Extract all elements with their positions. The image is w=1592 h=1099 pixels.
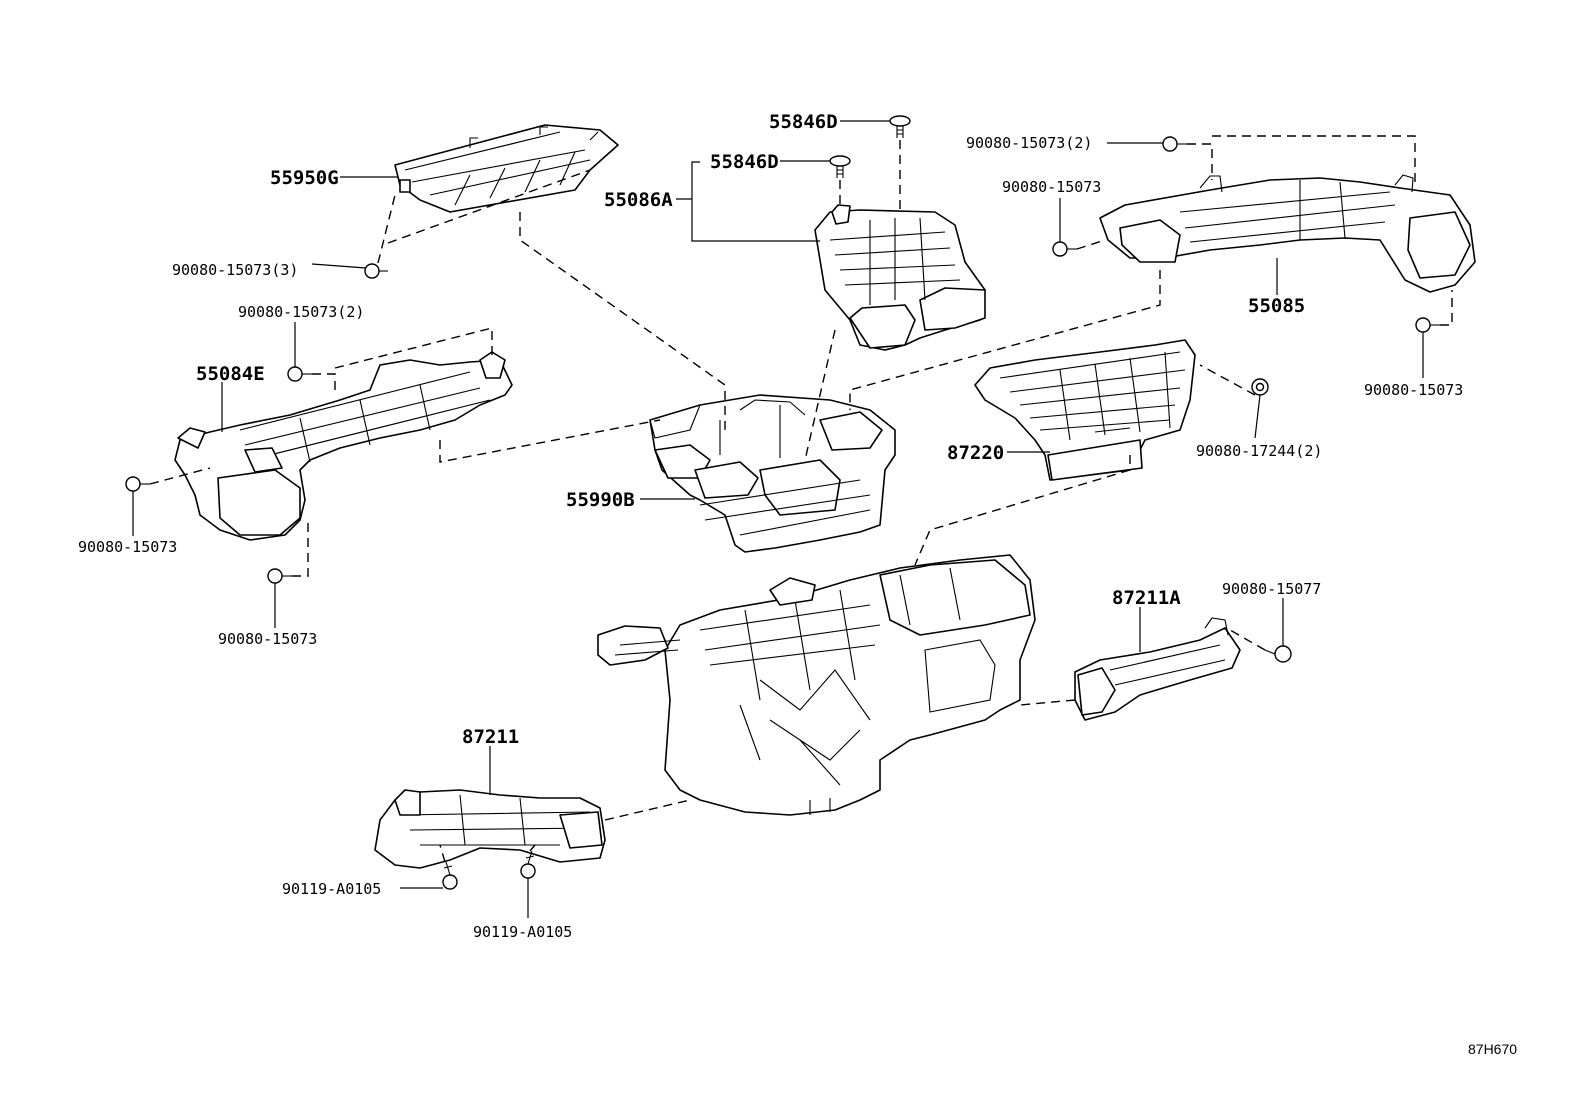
bolt-icon-55084e-top [287, 366, 312, 382]
bolt-icon-55085-bottom [1415, 317, 1440, 333]
screw-icon-87211-a [442, 861, 458, 890]
bolt-icon-55950g [364, 263, 388, 279]
label-87211: 87211 [462, 726, 519, 748]
label-90080-17244-2: 90080-17244(2) [1196, 442, 1322, 460]
bolt-icon-55085-top [1162, 136, 1187, 152]
part-55950g-bracket [394, 124, 619, 213]
pin-55846d-lower [829, 155, 851, 178]
label-90080-15073-r1: 90080-15073 [1002, 178, 1101, 196]
label-55950g: 55950G [270, 167, 339, 189]
label-90080-15073-r2: 90080-15073 [1364, 381, 1463, 399]
label-55846d-lower: 55846D [710, 151, 779, 173]
label-90119-a0105-b: 90119-A0105 [473, 923, 572, 941]
part-87211a-duct [1074, 617, 1241, 721]
drawing-code: 87H670 [1468, 1041, 1517, 1057]
alignment-lines [149, 135, 1453, 863]
bolt-icon-55084e-bottom [267, 568, 292, 584]
label-90080-15073-2-right: 90080-15073(2) [966, 134, 1092, 152]
label-90119-a0105-a: 90119-A0105 [282, 880, 381, 898]
label-90080-15073-3: 90080-15073(3) [172, 261, 298, 279]
part-labels: 55950G 55846D 55846D 55086A 55085 55084E… [78, 111, 1517, 1057]
bolt-icon-55085-left [1052, 241, 1077, 257]
label-55086a: 55086A [604, 189, 673, 211]
part-55990b-case [649, 394, 896, 553]
label-87220: 87220 [947, 442, 1004, 464]
label-55846d-upper: 55846D [769, 111, 838, 133]
label-55990b: 55990B [566, 489, 635, 511]
part-87211-duct [374, 789, 606, 869]
heater-unit-assembly [597, 554, 1036, 816]
leader-lines [132, 120, 1424, 918]
label-55084e: 55084E [196, 363, 265, 385]
pin-55846d-upper [889, 115, 911, 138]
label-55085: 55085 [1248, 295, 1305, 317]
part-55084e-duct [174, 351, 513, 541]
label-87211a: 87211A [1112, 587, 1181, 609]
label-90080-15073-l2: 90080-15073 [218, 630, 317, 648]
screw-icon-87211-b [520, 850, 536, 879]
part-55086a-duct [814, 204, 986, 351]
part-87220-box [974, 339, 1196, 481]
label-90080-15073-l1: 90080-15073 [78, 538, 177, 556]
bolt-icon-55084e-left [125, 476, 150, 492]
part-55085-duct [1099, 174, 1476, 293]
nut-icon-87220 [1251, 378, 1269, 396]
label-90080-15077: 90080-15077 [1222, 580, 1321, 598]
bolt-icon-87211a [1264, 645, 1292, 663]
label-90080-15073-2-left: 90080-15073(2) [238, 303, 364, 321]
